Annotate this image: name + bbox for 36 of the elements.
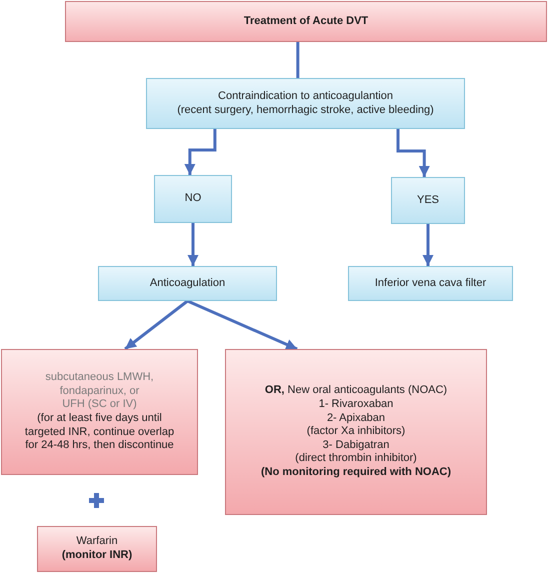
- box-text: 3- Dabigatran: [322, 438, 390, 452]
- box-text: (recent surgery, hemorrhagic stroke, active bleeding): [177, 104, 434, 118]
- arrow: [186, 300, 298, 350]
- arrow: [124, 300, 188, 350]
- box-text: Inferior vena cava filter: [374, 276, 486, 290]
- box-text: (factor Xa inhibitors): [306, 425, 406, 439]
- process-box: [98, 266, 277, 301]
- title-box: [65, 1, 547, 42]
- box-text: NO: [184, 192, 202, 206]
- box-text: Contraindication to anticoagulantion: [218, 90, 393, 104]
- box-text: Anticoagulation: [150, 276, 226, 290]
- outcome-box: [391, 177, 465, 224]
- box-text: 2- Apixaban: [326, 412, 386, 426]
- box-text: (monitor INR): [62, 549, 132, 563]
- box-text: OR, New oral anticoagulants (NOAC): [264, 384, 448, 398]
- decision-box: [146, 78, 465, 129]
- treatment-box: [1, 349, 198, 475]
- box-text: (No monitoring required with NOAC): [260, 466, 452, 480]
- box-text: subcutaneous LMWH,: [45, 371, 154, 385]
- box-text: YES: [416, 194, 439, 208]
- arrow: [188, 223, 198, 266]
- box-text: fondaparinux, or: [60, 384, 140, 398]
- box-text: (direct thrombin inhibitor): [295, 452, 417, 466]
- arrow: [184, 129, 216, 175]
- treatment-box: [225, 349, 487, 515]
- box-text: UFH (SC or IV): [62, 398, 137, 412]
- arrow: [422, 224, 434, 266]
- outcome-box: [154, 175, 232, 223]
- connector-line: [296, 42, 300, 78]
- heading-text: Treatment of Acute DVT: [244, 14, 368, 28]
- treatment-box: [37, 526, 157, 572]
- box-text: Warfarin: [76, 535, 118, 549]
- box-text: 1- Rivaroxaban: [318, 398, 394, 412]
- process-box: [348, 266, 513, 301]
- arrow: [396, 129, 430, 177]
- box-text: (for at least five days until targeted INR, continue overlap for 24-48 hrs, then discontinue: [24, 412, 176, 453]
